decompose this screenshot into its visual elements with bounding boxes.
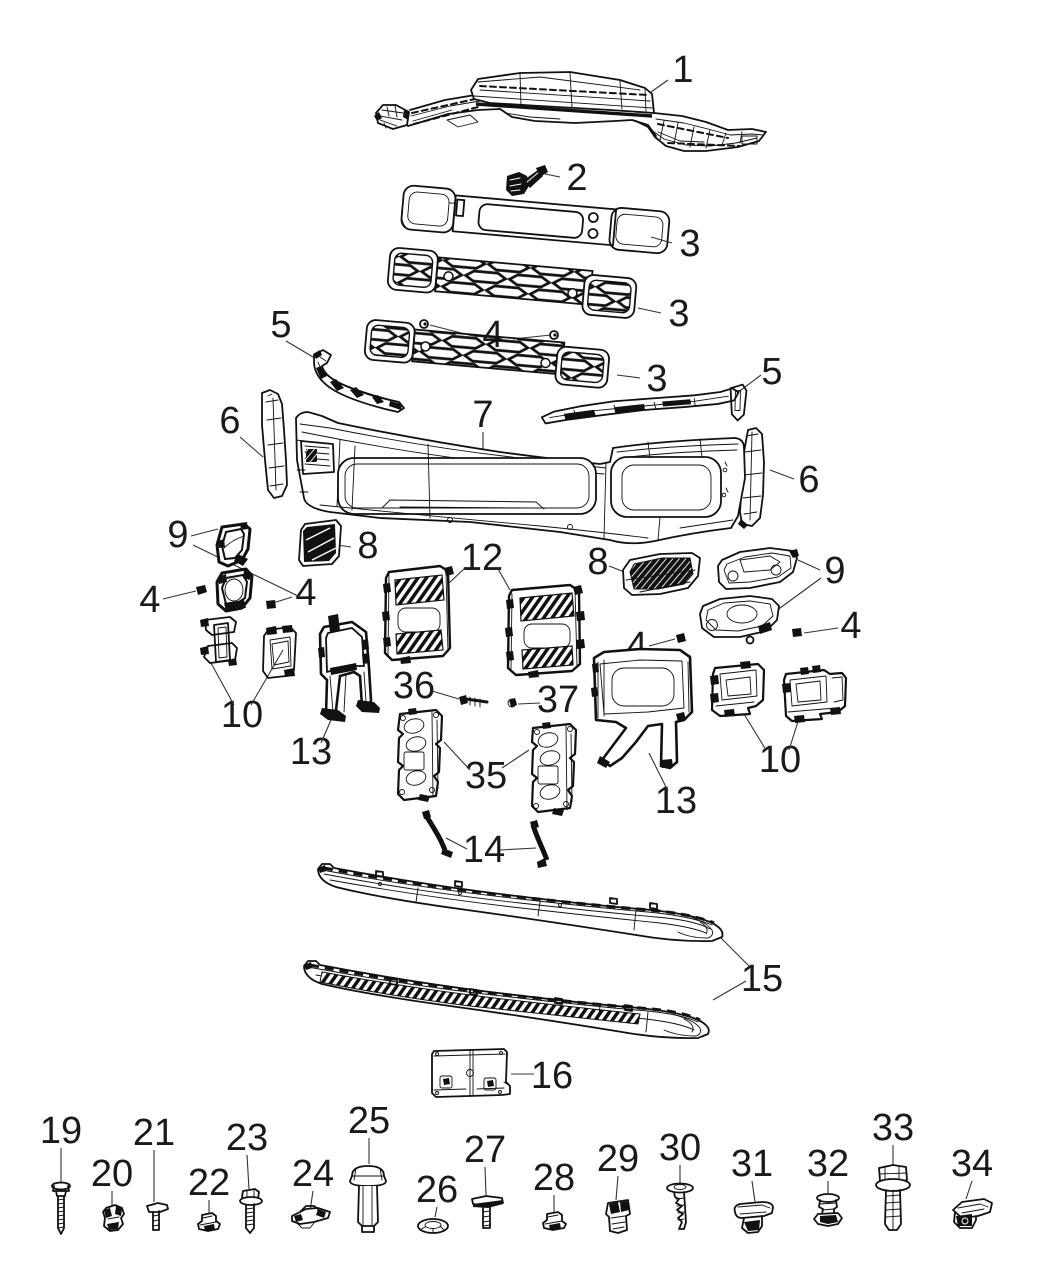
svg-text:10: 10 xyxy=(759,739,801,781)
svg-text:14: 14 xyxy=(463,829,505,871)
svg-text:4: 4 xyxy=(139,579,160,621)
svg-text:3: 3 xyxy=(668,293,689,335)
svg-text:28: 28 xyxy=(533,1157,575,1199)
svg-text:8: 8 xyxy=(587,541,608,583)
svg-text:10: 10 xyxy=(221,694,263,736)
svg-text:37: 37 xyxy=(537,679,579,721)
svg-text:3: 3 xyxy=(679,223,700,265)
svg-text:33: 33 xyxy=(872,1107,914,1149)
svg-text:4: 4 xyxy=(295,572,316,614)
svg-text:20: 20 xyxy=(91,1153,133,1195)
svg-text:9: 9 xyxy=(167,514,188,556)
svg-text:1: 1 xyxy=(672,49,693,91)
svg-text:6: 6 xyxy=(798,459,819,501)
svg-text:30: 30 xyxy=(659,1127,701,1169)
svg-text:8: 8 xyxy=(357,525,378,567)
svg-text:23: 23 xyxy=(226,1117,268,1159)
svg-text:35: 35 xyxy=(465,755,507,797)
svg-text:13: 13 xyxy=(655,780,697,822)
svg-text:2: 2 xyxy=(566,157,587,199)
svg-text:29: 29 xyxy=(597,1138,639,1180)
svg-text:26: 26 xyxy=(416,1169,458,1211)
svg-text:25: 25 xyxy=(348,1100,390,1142)
svg-text:21: 21 xyxy=(133,1112,175,1154)
svg-text:5: 5 xyxy=(761,351,782,393)
svg-text:9: 9 xyxy=(824,550,845,592)
svg-text:32: 32 xyxy=(807,1143,849,1185)
svg-text:31: 31 xyxy=(731,1143,773,1185)
svg-text:36: 36 xyxy=(393,665,435,707)
svg-text:13: 13 xyxy=(290,731,332,773)
svg-text:3: 3 xyxy=(646,358,667,400)
svg-text:19: 19 xyxy=(40,1110,82,1152)
svg-text:6: 6 xyxy=(219,400,240,442)
svg-text:4: 4 xyxy=(840,605,861,647)
svg-text:27: 27 xyxy=(464,1129,506,1171)
svg-text:34: 34 xyxy=(951,1143,993,1185)
svg-text:7: 7 xyxy=(472,394,493,436)
svg-text:12: 12 xyxy=(461,537,503,579)
svg-text:22: 22 xyxy=(188,1162,230,1204)
svg-text:16: 16 xyxy=(531,1055,573,1097)
svg-text:24: 24 xyxy=(292,1153,334,1195)
svg-text:5: 5 xyxy=(270,304,291,346)
